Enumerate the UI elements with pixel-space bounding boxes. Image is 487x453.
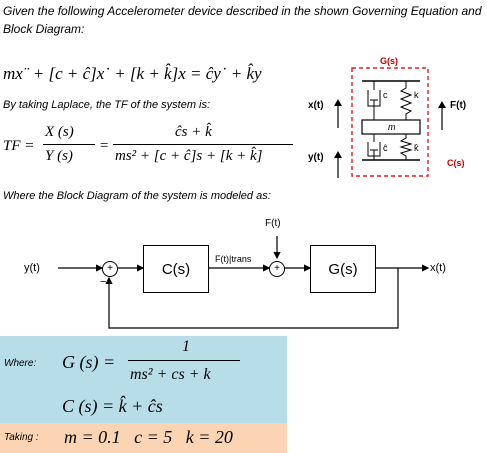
tf-num-left: X (s) xyxy=(45,124,74,140)
where-label: Where: xyxy=(4,358,37,369)
summing-junction-2: + xyxy=(269,261,285,277)
intro-text: Given the following Accelerometer device… xyxy=(3,4,482,36)
schematic-drawing xyxy=(334,67,446,178)
g-eq-num: 1 xyxy=(182,338,190,355)
taking-band: Taking : m = 0.1 c = 5 k = 20 xyxy=(0,423,287,453)
taking-label: Taking : xyxy=(4,432,39,443)
tf-eq: = xyxy=(99,138,110,154)
c-eq: C (s) = k̂ + ĉs xyxy=(62,396,163,416)
mech-m-label: m xyxy=(388,122,396,132)
laplace-text: By taking Laplace, the TF of the system … xyxy=(3,99,211,111)
where-band: Where: G (s) = 1 ms² + cs + k C (s) = k̂… xyxy=(0,336,287,423)
taking-values: m = 0.1 c = 5 k = 20 xyxy=(64,427,233,447)
mech-yt-label: y(t) xyxy=(308,152,324,163)
mech-cs-label: C(s) xyxy=(447,158,465,168)
block-input-label: y(t) xyxy=(24,262,40,274)
ftrans-label: F(t)|trans xyxy=(215,254,252,264)
mechanical-schematic: G(s) x(t) y(t) F(t) C(s) c k m ĉ k̂ xyxy=(300,50,487,190)
g-eq-den: ms² + cs + k xyxy=(130,366,211,383)
c-block: C(s) xyxy=(143,245,209,293)
fraction-bar xyxy=(128,360,240,362)
block-output-label: x(t) xyxy=(430,262,446,274)
tf-den-left: Y (s) xyxy=(45,148,73,164)
mech-c-label: c xyxy=(383,90,388,100)
fraction-bar xyxy=(113,144,293,146)
block-diagram: y(t) + − C(s) F(t)|trans F(t) + G(s) x(t… xyxy=(0,200,487,335)
mech-xt-label: x(t) xyxy=(308,100,324,111)
tf-den-right: ms² + [c + ĉ]s + [k + k̂] xyxy=(115,148,263,164)
f-input-label: F(t) xyxy=(265,218,281,229)
mech-k-label: k xyxy=(414,90,419,100)
mech-gs-title: G(s) xyxy=(380,56,398,66)
g-block: G(s) xyxy=(310,245,376,293)
tf-num-right: ĉs + k̂ xyxy=(175,124,212,140)
transfer-function: TF = X (s) Y (s) = ĉs + k̂ ms² + [c + ĉ]… xyxy=(3,120,303,180)
feedback-sign: − xyxy=(100,276,107,288)
mech-chat-label: ĉ xyxy=(383,143,388,153)
modeled-text: Where the Block Diagram of the system is… xyxy=(3,190,271,202)
tf-lhs: TF = xyxy=(3,138,35,154)
summing-junction-1: + xyxy=(102,261,118,277)
fraction-bar xyxy=(43,144,95,146)
mech-ft-label: F(t) xyxy=(450,100,467,111)
mech-khat-label: k̂ xyxy=(414,143,419,153)
block-diagram-wires xyxy=(58,236,430,329)
governing-equation: mx¨ + [c + ĉ]x˙ + [k + k̂]x = ĉy˙ + k̂y xyxy=(3,64,262,83)
g-eq-lhs: G (s) = xyxy=(62,352,116,372)
